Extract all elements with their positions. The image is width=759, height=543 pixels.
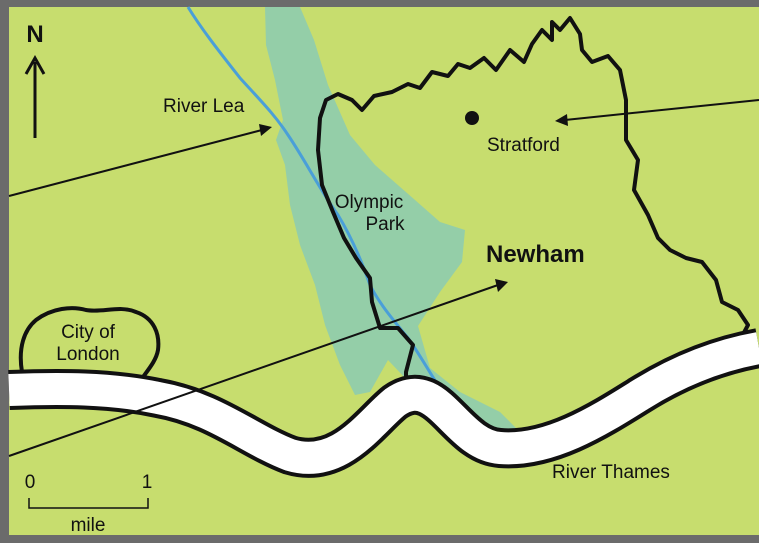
scale-unit-label: mile xyxy=(71,515,106,536)
scale-bar: 0 1 mile xyxy=(25,472,153,536)
north-arrow-icon: N xyxy=(24,21,46,138)
river-thames xyxy=(8,332,759,474)
label-stratford: Stratford xyxy=(487,135,560,156)
north-arrow-head xyxy=(24,54,46,75)
arrow-head-newham xyxy=(495,279,508,292)
city-of-london-boundary xyxy=(18,306,161,386)
scale-min-label: 0 xyxy=(25,472,36,493)
arrow-to-river-lea xyxy=(8,129,263,197)
stratford-marker xyxy=(465,111,479,125)
scale-max-label: 1 xyxy=(142,472,153,493)
newham-boundary xyxy=(316,16,750,392)
label-city-line1: City of xyxy=(61,322,116,343)
label-olympic-park-line1: Olympic xyxy=(335,192,404,213)
olympic-park-area xyxy=(265,7,520,440)
pointer-arrows xyxy=(8,99,759,457)
scale-bar-line xyxy=(28,498,149,509)
label-river-thames: River Thames xyxy=(552,462,670,483)
label-olympic-park-line2: Park xyxy=(365,214,405,235)
north-label: N xyxy=(26,21,43,48)
arrow-head-stratford xyxy=(555,114,568,126)
arrow-to-stratford xyxy=(564,99,759,121)
label-river-lea: River Lea xyxy=(163,96,245,117)
label-newham: Newham xyxy=(486,241,585,268)
label-city-line2: London xyxy=(56,344,119,365)
arrow-head-river-lea xyxy=(259,124,272,136)
arrow-to-newham xyxy=(8,284,499,457)
